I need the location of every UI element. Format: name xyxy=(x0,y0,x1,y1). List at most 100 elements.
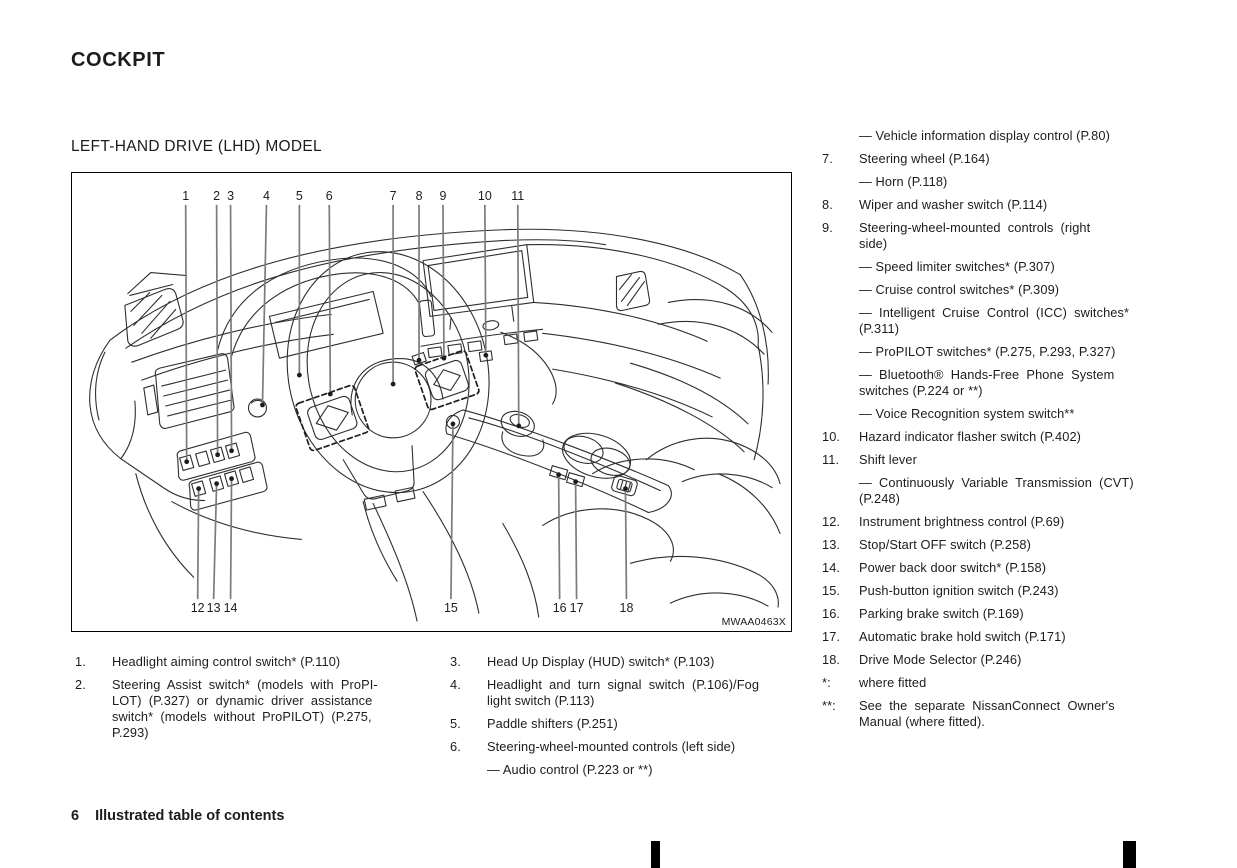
callout-leader-11 xyxy=(516,204,520,426)
legend-item: 7.Steering wheel (P.164) xyxy=(822,151,1168,167)
legend-item-text: — ProPILOT switches* (P.275, P.293, P.32… xyxy=(859,344,1116,359)
legend-item-number xyxy=(822,475,859,507)
legend-item-number: 1. xyxy=(75,654,86,669)
callout-number-17: 17 xyxy=(570,601,584,615)
legend-item-text: — Cruise control switches* (P.309) xyxy=(859,282,1060,297)
legend-item-text: — Intelligent Cruise Control (ICC) switc… xyxy=(859,305,1130,336)
legend-column-right: — Vehicle information display control (P… xyxy=(822,128,1168,737)
legend-item: 10.Hazard indicator flasher switch (P.40… xyxy=(822,429,1168,445)
legend-item-number: 10. xyxy=(822,429,841,444)
callout-dot-13 xyxy=(214,481,219,487)
legend-item: 9. Steering-wheel-mounted controls (right… xyxy=(822,220,1168,252)
print-registration-mark xyxy=(1123,841,1136,868)
page-number: 6 xyxy=(71,808,80,824)
callout-number-10: 10 xyxy=(478,189,492,203)
callout-dot-15 xyxy=(450,421,456,427)
legend-item-number: 16. xyxy=(822,606,841,621)
callout-number-14: 14 xyxy=(224,601,238,615)
callout-leader-13 xyxy=(212,483,218,600)
legend-item-number: 13. xyxy=(822,537,841,552)
legend-item-text: — Vehicle information display control (P… xyxy=(859,128,1110,143)
legend-item: 17.Automatic brake hold switch (P.171) xyxy=(822,629,1168,645)
callout-number-11: 11 xyxy=(511,189,524,203)
legend-item-text: — Speed limiter switches* (P.307) xyxy=(859,259,1055,274)
legend-item: 2. Steering Assist switch* (models with P… xyxy=(75,677,421,741)
legend-item-text: Parking brake switch (P.169) xyxy=(859,606,1024,621)
legend-item-text: Head Up Display (HUD) switch* (P.103) xyxy=(487,654,715,669)
legend-item: 5.Paddle shifters (P.251) xyxy=(450,716,793,732)
legend-item-number: 9. xyxy=(822,220,833,235)
legend-item-text: Power back door switch* (P.158) xyxy=(859,560,1047,575)
legend-item-text: where fitted xyxy=(859,675,927,690)
callout-dot-4 xyxy=(260,402,265,408)
legend-item: — Voice Recognition system switch** xyxy=(822,406,1168,422)
callout-number-4: 4 xyxy=(263,189,270,203)
callout-number-8: 8 xyxy=(416,189,423,203)
legend-item: **:See the separate NissanConnect Owner'… xyxy=(822,698,1168,730)
callout-leader-14 xyxy=(229,478,233,600)
legend-item-number: 2. xyxy=(75,677,86,692)
callout-number-5: 5 xyxy=(296,189,303,203)
legend-item: 4.Headlight and turn signal switch (P.10… xyxy=(450,677,793,709)
legend-item-number xyxy=(822,367,859,399)
footer-section-name: Illustrated table of contents xyxy=(95,808,285,824)
legend-item: — ProPILOT switches* (P.275, P.293, P.32… xyxy=(822,344,1168,360)
callout-leader-16 xyxy=(557,474,561,600)
callout-number-6: 6 xyxy=(326,189,333,203)
callout-dot-18 xyxy=(623,486,628,492)
legend-item-number: 17. xyxy=(822,629,841,644)
legend-item: 16. Parking brake switch (P.169) xyxy=(822,606,1168,622)
callout-leader-12 xyxy=(196,488,200,600)
legend-item: — Intelligent Cruise Control (ICC) switc… xyxy=(822,305,1168,337)
callout-leader-9 xyxy=(442,204,445,359)
callout-dot-17 xyxy=(573,479,578,485)
callout-dot-7 xyxy=(390,381,396,387)
callout-number-7: 7 xyxy=(390,189,397,203)
legend-item: 3. Head Up Display (HUD) switch* (P.103) xyxy=(450,654,793,670)
legend-item-number: 7. xyxy=(822,151,833,166)
legend-item-number: 3. xyxy=(450,654,461,669)
legend-item-number xyxy=(822,344,859,360)
callout-number-18: 18 xyxy=(620,601,634,615)
legend-item-number xyxy=(822,305,859,337)
section-title: LEFT-HAND DRIVE (LHD) MODEL xyxy=(71,138,322,155)
callout-dot-2 xyxy=(215,452,220,458)
legend-item: 8.Wiper and washer switch (P.114) xyxy=(822,197,1168,213)
callout-number-1: 1 xyxy=(182,189,189,203)
callout-number-13: 13 xyxy=(207,601,221,615)
callout-dot-16 xyxy=(556,472,562,478)
chapter-title: COCKPIT xyxy=(71,49,166,71)
legend-item-text: Headlight and turn signal switch (P.106)… xyxy=(487,677,760,708)
legend-item-text: Stop/Start OFF switch (P.258) xyxy=(859,537,1031,552)
callout-leader-15 xyxy=(450,423,454,600)
legend-item-text: Steering Assist switch* (models with Pro… xyxy=(112,677,378,740)
legend-item: 11.Shift lever xyxy=(822,452,1168,468)
legend-column-middle: 3. Head Up Display (HUD) switch* (P.103) 4… xyxy=(450,654,793,785)
legend-item-number xyxy=(822,282,859,298)
legend-item: 18.Drive Mode Selector (P.246) xyxy=(822,652,1168,668)
callout-dot-1 xyxy=(184,459,190,465)
legend-item: *: where fitted xyxy=(822,675,1168,691)
callout-number-16: 16 xyxy=(553,601,567,615)
legend-item-text: Wiper and washer switch (P.114) xyxy=(859,197,1048,212)
figure-image-code: MWAA0463X xyxy=(721,616,786,628)
page-footer: 6 Illustrated table of contents xyxy=(71,808,284,824)
callout-leader-18 xyxy=(624,488,628,600)
callout-number-9: 9 xyxy=(440,189,447,203)
legend-item-number: 12. xyxy=(822,514,841,529)
print-registration-mark xyxy=(651,841,660,868)
legend-item-number: 5. xyxy=(450,716,461,731)
callout-leader-10 xyxy=(484,204,487,356)
legend-item-number: 15. xyxy=(822,583,841,598)
legend-item: 6.Steering-wheel-mounted controls (left … xyxy=(450,739,793,755)
legend-item: — Continuously Variable Transmission (CV… xyxy=(822,475,1168,507)
legend-item-number: *: xyxy=(822,675,831,690)
callout-dot-10 xyxy=(483,352,489,358)
legend-item: — Speed limiter switches* (P.307) xyxy=(822,259,1168,275)
callout-leader-4 xyxy=(261,204,268,406)
legend-item: 12.Instrument brightness control (P.69) xyxy=(822,514,1168,530)
callout-dot-11 xyxy=(516,423,522,429)
